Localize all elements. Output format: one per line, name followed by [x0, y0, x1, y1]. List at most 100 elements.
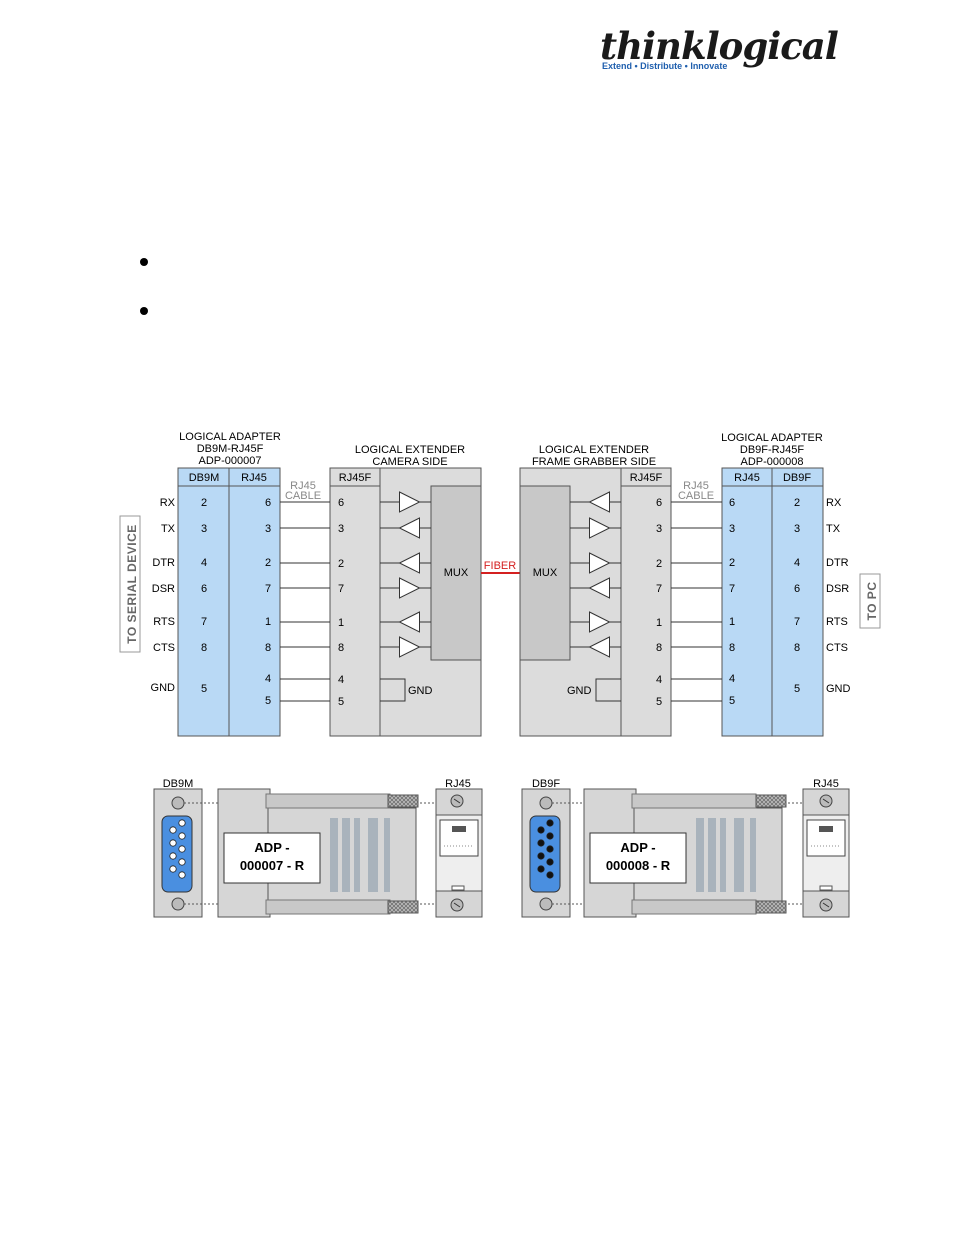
left-thumbscrew-top [387, 794, 419, 808]
left-gnd-db9: 5 [201, 683, 207, 695]
grabber-gnd-bracket [595, 678, 621, 702]
right-adapter-title-3: ADP-000008 [741, 456, 804, 468]
left-col-db9m-header: DB9M [189, 472, 220, 484]
buffer-gate [380, 577, 431, 599]
left-rj45-pin: 3 [265, 523, 271, 535]
camera-pin: 3 [338, 523, 344, 535]
left-db9m-face [161, 815, 193, 893]
camera-pin: 2 [338, 558, 344, 570]
buffer-gate [380, 611, 431, 633]
right-rj45-port [806, 819, 846, 857]
right-rj45-pin: 2 [729, 557, 735, 569]
thinklogical-logo: thinklogical Extend • Distribute • Innov… [600, 26, 840, 76]
camera-gnd-bracket [380, 678, 406, 702]
left-signal-tx: TX [161, 523, 176, 535]
grabber-mux-label: MUX [533, 567, 558, 579]
left-signal-cts: CTS [153, 642, 175, 654]
left-thumbscrew-bottom [387, 900, 419, 914]
right-signal-rts: RTS [826, 616, 848, 628]
right-rj45-pin: 6 [729, 497, 735, 509]
camera-pin: 1 [338, 617, 344, 629]
logo-wordmark: thinklogical [600, 24, 839, 68]
left-rj45-pin: 2 [265, 557, 271, 569]
right-cable-label-1: RJ45 [683, 480, 709, 492]
left-db9m-pin: 7 [201, 616, 207, 628]
left-gnd-rj45-b: 5 [265, 695, 271, 707]
grabber-pin: 8 [656, 642, 662, 654]
camera-pin: 5 [338, 696, 344, 708]
grabber-pin: 4 [656, 674, 662, 686]
logo-tagline: Extend • Distribute • Innovate [602, 61, 728, 71]
left-adapter: LOGICAL ADAPTER DB9M-RJ45F ADP-000007 DB… [119, 431, 281, 737]
right-signal-rx: RX [826, 497, 842, 509]
left-adapter-title-1: LOGICAL ADAPTER [179, 431, 281, 443]
left-adapter-title-3: ADP-000007 [199, 455, 262, 467]
buffer-gate [570, 491, 621, 513]
buffer-gate [380, 491, 431, 513]
grabber-mux-box [519, 485, 571, 661]
buffer-gate [380, 517, 431, 539]
left-gnd-rj45-a: 4 [265, 673, 271, 685]
left-part-label-2: 000007 - R [240, 858, 305, 873]
buffer-gate [380, 552, 431, 574]
left-rj45-pin: 8 [265, 642, 271, 654]
right-signal-dtr: DTR [826, 557, 849, 569]
left-db9m-pin: 8 [201, 642, 207, 654]
to-serial-device-box [119, 515, 141, 653]
frame-grabber-extender: LOGICAL EXTENDER FRAME GRABBER SIDE RJ45… [519, 444, 672, 737]
right-cable-label-2: CABLE [678, 490, 714, 502]
camera-pin: 8 [338, 642, 344, 654]
grabber-pin: 7 [656, 583, 662, 595]
bullet-point-2 [140, 307, 148, 315]
right-db9f-pin: 2 [794, 497, 800, 509]
right-signal-gnd: GND [826, 683, 851, 695]
left-db9m-pin: 3 [201, 523, 207, 535]
left-signal-gnd: GND [151, 682, 176, 694]
right-rj45-pin: 1 [729, 616, 735, 628]
right-db9f-pins [537, 819, 554, 879]
buffer-gate [570, 517, 621, 539]
left-signal-rx: RX [160, 497, 176, 509]
buffer-gate [570, 552, 621, 574]
left-db9m-pin: 4 [201, 557, 207, 569]
right-col-rj45-header: RJ45 [734, 472, 760, 484]
grabber-pin: 2 [656, 558, 662, 570]
right-adapter-title-2: DB9F-RJ45F [740, 444, 804, 456]
fiber-label: FIBER [484, 560, 516, 572]
buffer-gate [570, 611, 621, 633]
right-rj45-pin: 8 [729, 642, 735, 654]
to-serial-device-label: TO SERIAL DEVICE [125, 524, 139, 644]
left-adapter-title-2: DB9M-RJ45F [197, 443, 264, 455]
right-adapter-illustration: DB9F RJ45 ADP - 000008 - R [521, 778, 850, 918]
left-illus-db9m-label: DB9M [163, 778, 194, 790]
grabber-extender-title-2: FRAME GRABBER SIDE [532, 456, 656, 468]
right-db9f-pin: 4 [794, 557, 800, 569]
right-db9f-pin: 8 [794, 642, 800, 654]
right-adapter: LOGICAL ADAPTER DB9F-RJ45F ADP-000008 RJ… [721, 432, 881, 737]
camera-buffers [380, 491, 431, 658]
right-illus-db9f-label: DB9F [532, 778, 560, 790]
right-part-label-1: ADP - [620, 840, 655, 855]
right-db9f-face [529, 815, 561, 893]
left-cable-label-2: CABLE [285, 490, 321, 502]
right-db9f-pin: 3 [794, 523, 800, 535]
right-signal-tx: TX [826, 523, 841, 535]
right-thumbscrew-bottom [755, 900, 787, 914]
buffer-gate [380, 636, 431, 658]
left-part-label-1: ADP - [254, 840, 289, 855]
camera-pin: 6 [338, 497, 344, 509]
right-db9f-pin: 7 [794, 616, 800, 628]
right-rj45-pin: 3 [729, 523, 735, 535]
camera-gnd-label: GND [408, 685, 433, 697]
left-rj45-pin: 1 [265, 616, 271, 628]
left-db9m-pin: 2 [201, 497, 207, 509]
left-cable-label-1: RJ45 [290, 480, 316, 492]
left-adapter-illustration: DB9M RJ45 ADP - 000007 - R [153, 778, 483, 918]
camera-rj45f-header: RJ45F [339, 472, 372, 484]
camera-extender-title-1: LOGICAL EXTENDER [355, 444, 465, 456]
left-signal-dsr: DSR [152, 583, 175, 595]
grabber-pin: 1 [656, 617, 662, 629]
grabber-gnd-label: GND [567, 685, 592, 697]
